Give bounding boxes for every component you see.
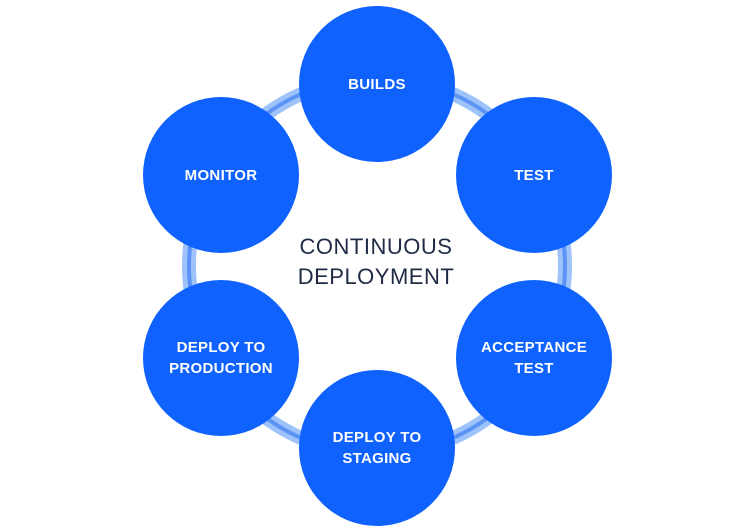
diagram-title-line-2: DEPLOYMENT [297, 264, 455, 289]
stage-node-acceptance-test: ACCEPTANCE TEST [456, 280, 612, 436]
stage-node-builds: BUILDS [299, 6, 455, 162]
stage-label-monitor: MONITOR [184, 166, 258, 184]
stage-label-test: TEST [514, 166, 554, 184]
stage-label-acceptance-test: ACCEPTANCE TEST [480, 339, 588, 377]
stage-node-deploy-to-production: DEPLOY TO PRODUCTION [143, 280, 299, 436]
stage-label-deploy-to-staging: DEPLOY TO STAGING [332, 429, 422, 467]
stage-label-deploy-to-production: DEPLOY TO PRODUCTION [169, 339, 273, 377]
stage-label-builds: BUILDS [348, 75, 406, 93]
diagram-title: CONTINUOUS DEPLOYMENT [226, 232, 526, 292]
stage-node-test: TEST [456, 97, 612, 253]
diagram-title-line-1: CONTINUOUS [299, 234, 453, 259]
stage-node-monitor: MONITOR [143, 97, 299, 253]
stage-node-deploy-to-staging: DEPLOY TO STAGING [299, 370, 455, 526]
